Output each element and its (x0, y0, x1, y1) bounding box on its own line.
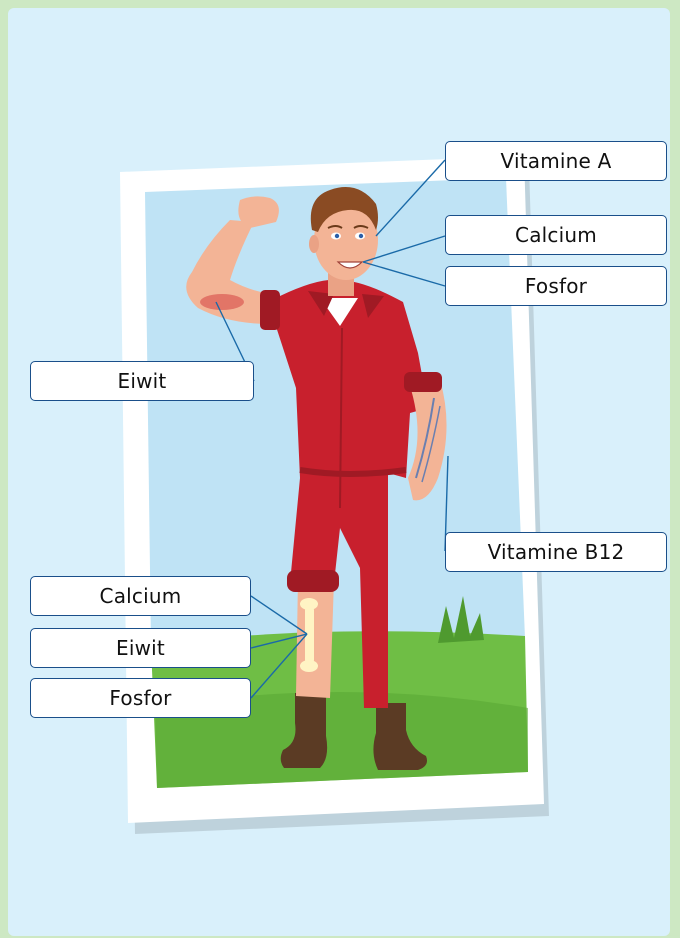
label-calcium-mouth: Calcium (445, 215, 667, 255)
left-cuff (287, 570, 339, 592)
label-eiwit-leg: Eiwit (30, 628, 251, 668)
label-vitamine-a: Vitamine A (445, 141, 667, 181)
illustration-panel: Vitamine A Calcium Fosfor Eiwit Vitamine… (8, 8, 670, 936)
arm-muscle (200, 294, 244, 310)
label-vitamine-b12: Vitamine B12 (445, 532, 667, 572)
right-sleeve-cuff (404, 372, 442, 392)
label-fosfor-mouth: Fosfor (445, 266, 667, 306)
sleeve-cuff (260, 290, 280, 330)
label-fosfor-leg: Fosfor (30, 678, 251, 718)
label-calcium-leg: Calcium (30, 576, 251, 616)
label-eiwit-arm: Eiwit (30, 361, 254, 401)
left-shin (296, 578, 334, 698)
